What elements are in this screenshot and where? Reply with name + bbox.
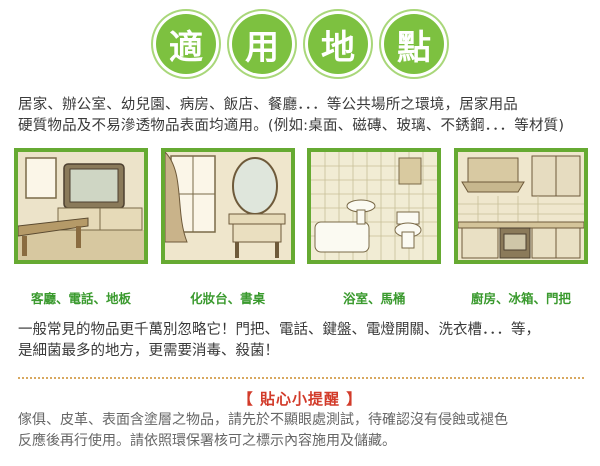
title-char-4: 點 [384, 14, 444, 74]
caption-kitchen: 廚房、冰箱、門把 [470, 291, 571, 306]
scene-captions: 客廳、電話、地板 化妝台、書桌 浴室、馬桶 廚房、冰箱、門把 [14, 288, 588, 308]
dresser-illustration [160, 148, 295, 264]
intro-line-1: 居家、辦公室、幼兒園、病房、飯店、餐廳．．．等公共場所之環境，居家用品 [18, 97, 518, 113]
title-char-1: 適 [156, 14, 216, 74]
living-room-illustration [14, 148, 148, 264]
title-char-2: 用 [232, 14, 292, 74]
body-line-1: 一般常見的物品更千萬別忽略它！門把、電話、鍵盤、電燈開關、洗衣槽．．．等， [18, 322, 540, 338]
tip-line-1: 傢俱、皮革、表面含塗層之物品，請先於不顯眼處測試，待確認沒有侵蝕或褪色 [18, 412, 508, 428]
caption-dresser: 化妝台、書桌 [190, 291, 266, 306]
kitchen-illustration [453, 148, 588, 264]
scene-panels [14, 148, 588, 266]
tip-line-2: 反應後再行使用。請依照環保署核可之標示內容施用及儲藏。 [18, 433, 396, 449]
caption-living-room: 客廳、電話、地板 [30, 291, 131, 306]
body-paragraph: 一般常見的物品更千萬別忽略它！門把、電話、鍵盤、電燈開關、洗衣槽．．．等， 是細… [18, 320, 588, 362]
bathroom-illustration [307, 148, 442, 264]
intro-paragraph: 居家、辦公室、幼兒園、病房、飯店、餐廳．．．等公共場所之環境，居家用品 硬質物品… [18, 95, 588, 137]
tip-paragraph: 傢俱、皮革、表面含塗層之物品，請先於不顯眼處測試，待確認沒有侵蝕或褪色 反應後再… [18, 410, 584, 452]
tip-title: 【 貼心小提醒 】 [237, 390, 363, 408]
intro-line-2: 硬質物品及不易滲透物品表面均適用。(例如:桌面、磁磚、玻璃、不銹鋼．．．等材質) [18, 118, 565, 134]
caption-bathroom: 浴室、馬桶 [343, 291, 406, 306]
title-row: 適 用 地 點 [0, 14, 600, 76]
title-char-3: 地 [308, 14, 368, 74]
body-line-2: 是細菌最多的地方，更需要消毒、殺菌！ [18, 343, 279, 359]
dotted-divider [18, 377, 584, 379]
